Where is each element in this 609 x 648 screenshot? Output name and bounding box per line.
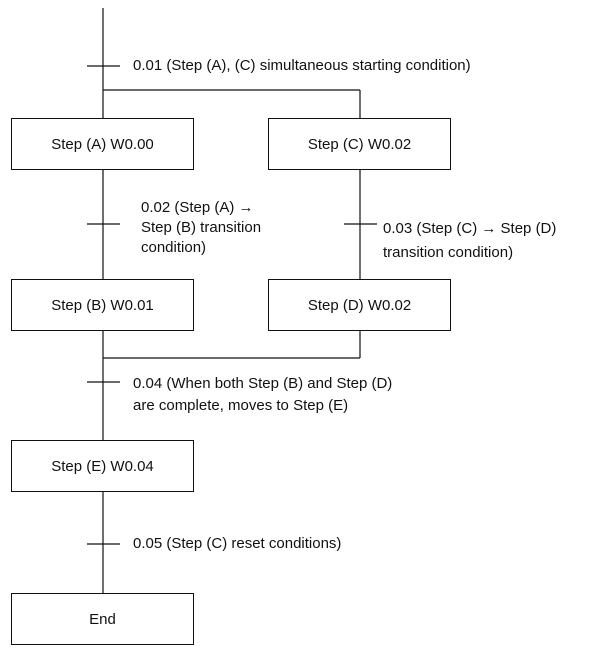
- step-a-box: Step (A) W0.00: [11, 118, 194, 170]
- step-b-box: Step (B) W0.01: [11, 279, 194, 331]
- transition-4-label-line-1: 0.04 (When both Step (B) and Step (D): [133, 375, 393, 392]
- transition-2-label-line-2: Step (B) transition: [141, 219, 262, 236]
- transition-2-label-line-1: 0.02 (Step (A) →: [141, 199, 254, 216]
- transition-3-label-line-1: 0.03 (Step (C) → Step (D): [383, 220, 557, 237]
- transition-3-label-line-2: transition condition): [383, 244, 514, 261]
- end-box: End: [11, 593, 194, 645]
- step-e-box: Step (E) W0.04: [11, 440, 194, 492]
- step-c-box: Step (C) W0.02: [268, 118, 451, 170]
- transition-1-label: 0.01 (Step (A), (C) simultaneous startin…: [133, 57, 471, 74]
- transition-4-label-line-2: are complete, moves to Step (E): [133, 397, 349, 414]
- step-d-box: Step (D) W0.02: [268, 279, 451, 331]
- transition-5-label: 0.05 (Step (C) reset conditions): [133, 535, 342, 552]
- transition-2-label-line-3: condition): [141, 239, 207, 256]
